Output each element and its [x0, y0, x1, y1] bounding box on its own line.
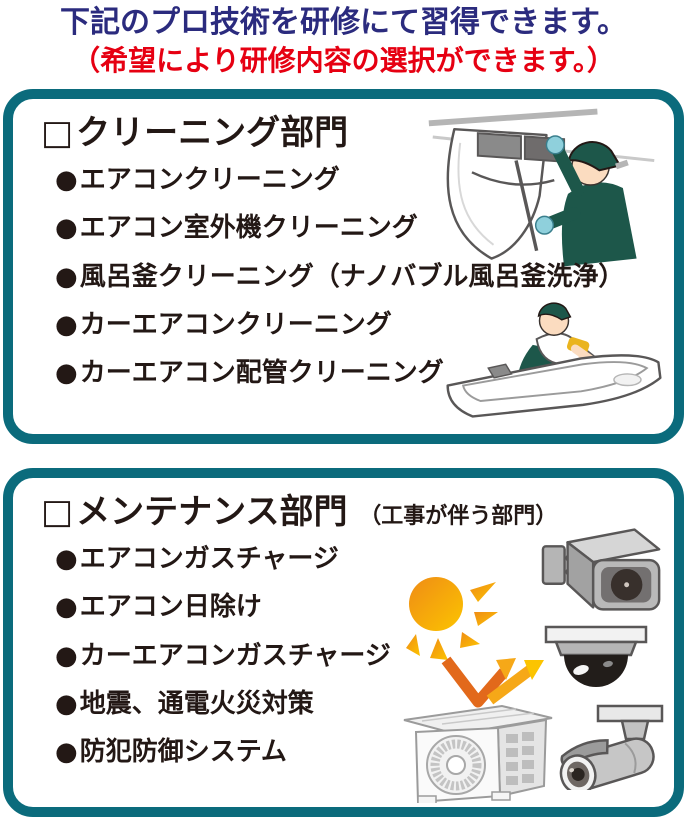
item-label: 風呂釜クリーニング（ナノバブル風呂釜洗浄） — [79, 261, 625, 292]
list-item: ●カーエアコン配管クリーニング — [55, 359, 674, 387]
checkbox-icon: □ — [41, 491, 74, 532]
training-flyer: 下記のプロ技術を研修にて習得できます。 （希望により研修内容の選択ができます。）… — [0, 5, 687, 830]
maintenance-section-subtitle: （工事が伴う部門） — [359, 503, 558, 529]
sun-shade-outdoor-ac-illustration — [403, 576, 553, 803]
item-label: エアコンガスチャージ — [79, 544, 339, 575]
list-item: ●エアコンクリーニング — [55, 166, 674, 194]
bullet-icon: ● — [55, 544, 78, 575]
list-item: ●カーエアコンガスチャージ — [55, 642, 674, 670]
flyer-header: 下記のプロ技術を研修にて習得できます。 （希望により研修内容の選択ができます。） — [0, 5, 687, 78]
list-item: ●防犯防御システム — [55, 738, 674, 766]
bullet-icon: ● — [55, 736, 78, 767]
maintenance-section-title: メンテナンス部門 — [76, 491, 348, 532]
bullet-icon: ● — [55, 165, 78, 196]
sub-title: （希望により研修内容の選択ができます。） — [72, 44, 615, 77]
maintenance-section-heading: □メンテナンス部門 （工事が伴う部門） — [41, 492, 674, 533]
list-item: ●エアコン日除け — [55, 593, 674, 621]
bullet-icon: ● — [55, 213, 78, 244]
bullet-icon: ● — [55, 309, 78, 340]
box-camera-icon — [541, 527, 661, 611]
cleaning-section: □クリーニング部門 ●エアコンクリーニング ●エアコン室外機クリーニング ●風呂… — [3, 88, 684, 444]
item-label: エアコンクリーニング — [79, 165, 340, 196]
bullet-icon: ● — [55, 592, 78, 623]
list-item: ●カーエアコンクリーニング — [55, 311, 674, 339]
checkbox-icon: □ — [41, 112, 74, 153]
cleaning-section-title: クリーニング部門 — [76, 112, 349, 153]
list-item: ●エアコンガスチャージ — [55, 545, 674, 573]
item-label: 地震、通電火災対策 — [79, 688, 314, 719]
item-label: カーエアコン配管クリーニング — [79, 357, 444, 388]
list-item: ●風呂釜クリーニング（ナノバブル風呂釜洗浄） — [55, 263, 674, 291]
maintenance-item-list: ●エアコンガスチャージ ●エアコン日除け ●カーエアコンガスチャージ ●地震、通… — [55, 545, 674, 765]
bullet-icon: ● — [55, 357, 78, 388]
item-label: 防犯防御システム — [79, 736, 287, 767]
dome-camera-icon — [544, 625, 648, 687]
bullet-icon: ● — [55, 688, 78, 719]
list-item: ●地震、通電火災対策 — [55, 690, 674, 718]
cleaning-item-list: ●エアコンクリーニング ●エアコン室外機クリーニング ●風呂釜クリーニング（ナノ… — [55, 166, 674, 386]
item-label: エアコン日除け — [79, 592, 262, 623]
main-title: 下記のプロ技術を研修にて習得できます。 — [60, 5, 627, 40]
list-item: ●エアコン室外機クリーニング — [55, 214, 674, 242]
item-label: エアコン室外機クリーニング — [79, 213, 418, 244]
bullet-icon: ● — [55, 640, 78, 671]
cleaning-section-heading: □クリーニング部門 — [41, 113, 674, 154]
item-label: カーエアコンガスチャージ — [79, 640, 391, 671]
item-label: カーエアコンクリーニング — [79, 309, 392, 340]
maintenance-section: □メンテナンス部門 （工事が伴う部門） ●エアコンガスチャージ ●エアコン日除け… — [3, 467, 684, 817]
bullet-icon: ● — [55, 261, 78, 292]
bullet-camera-icon — [559, 704, 664, 790]
bathtub-cleaning-illustration — [446, 302, 662, 418]
ac-cleaning-illustration — [428, 108, 655, 266]
